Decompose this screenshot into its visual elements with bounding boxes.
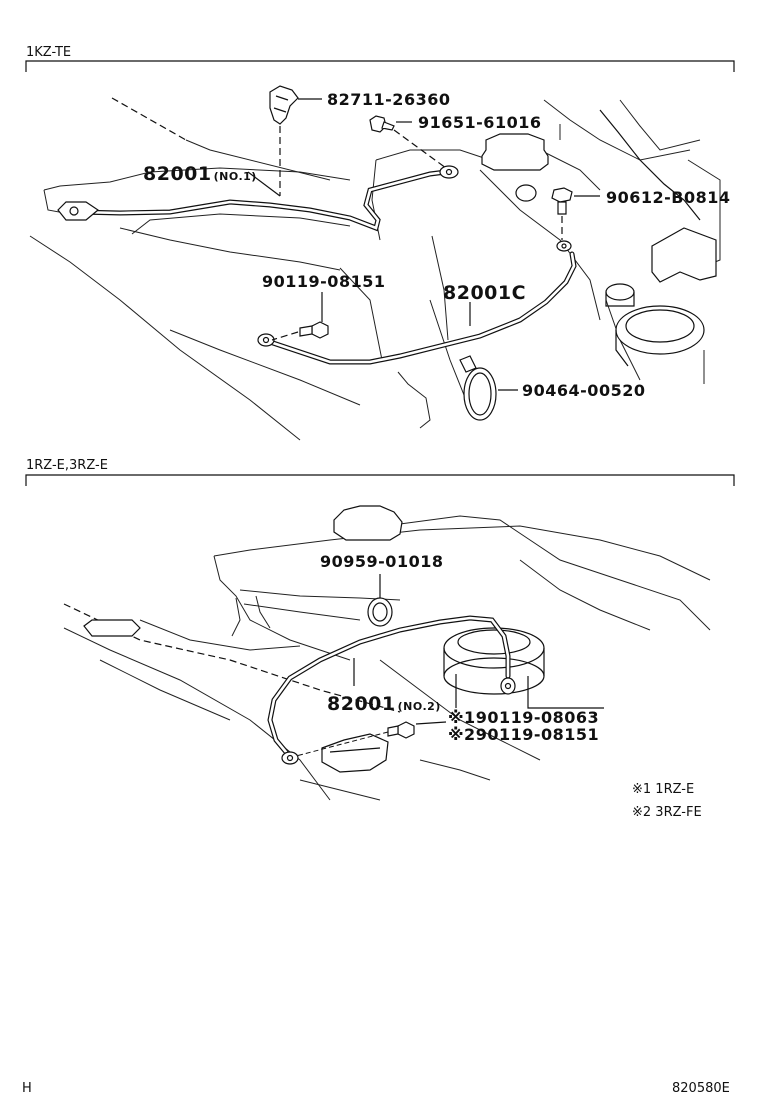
reservoir-1 [605, 283, 705, 367]
cable-82001-no2 [267, 615, 516, 765]
engine-bay-outline-1 [29, 97, 721, 441]
leader-82001-no1 [247, 171, 281, 197]
label-90119-08151: 90119-08151 [262, 272, 385, 291]
label-82001-no1-number: 82001 [143, 163, 212, 185]
footer-code: 820580E [672, 1081, 730, 1096]
engine-bay-outline-2 [63, 515, 711, 801]
radiator-cap-1 [481, 133, 549, 202]
label-82001-no1-suffix: (NO.1) [214, 170, 257, 183]
section-title-1kz-te: 1KZ-TE [26, 45, 71, 60]
cable-82001c [257, 240, 577, 365]
canister-2 [443, 627, 545, 695]
label-90959-01018: 90959-01018 [320, 552, 443, 571]
label-90464-00520: 90464-00520 [522, 381, 645, 400]
battery-block-2 [321, 733, 389, 773]
cable-82001-no1 [57, 165, 459, 232]
label-82001-no2-suffix: (NO.2) [398, 700, 441, 713]
label-82711-26360: 82711-26360 [327, 90, 450, 109]
hose-clamp-90959-icon [367, 574, 393, 627]
bolt-90612-icon [551, 187, 600, 240]
leader-bracket-2 [527, 676, 604, 709]
section-bracket-2 [25, 474, 735, 486]
brace-right-1 [599, 109, 717, 283]
label-82001-no2: 82001(NO.2) [327, 693, 441, 715]
clamp-82711-icon [269, 85, 322, 196]
note-1rz-e: ※1 1RZ-E [632, 782, 694, 797]
section-bracket-1 [25, 60, 735, 72]
label-82001c: 82001C [443, 282, 526, 304]
bolt-91651-icon [369, 115, 447, 169]
section-title-1rz-3rz: 1RZ-E,3RZ-E [26, 458, 108, 473]
section-1kz-te: 1KZ-TE [25, 45, 735, 441]
label-90119-08151-b: ※290119-08151 [448, 725, 599, 744]
label-91651-61016: 91651-61016 [418, 113, 541, 132]
label-90612-b0814: 90612-B0814 [606, 188, 731, 207]
section-1rz-3rz: 1RZ-E,3RZ-E [25, 458, 735, 820]
bolt-90119-08063-icon [295, 721, 447, 757]
label-82001-no1: 82001(NO.1) [143, 163, 257, 185]
bolt-90119-icon [271, 292, 329, 341]
note-3rz-fe: ※2 3RZ-FE [632, 805, 702, 820]
footer-left: H [22, 1081, 32, 1096]
label-82001-no2-number: 82001 [327, 693, 396, 715]
label-90119-08063: ※190119-08063 [448, 708, 599, 727]
radiator-cap-2 [333, 505, 403, 541]
hose-clamp-90464-icon [459, 355, 518, 421]
